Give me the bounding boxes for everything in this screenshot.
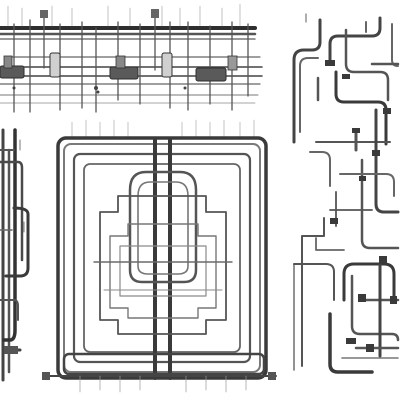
net-pipe — [309, 151, 331, 187]
left-riser-column — [0, 128, 30, 382]
net-pipe — [328, 312, 374, 374]
rack-fittings — [12, 86, 187, 94]
frame-hangers — [71, 119, 255, 139]
frame-base-cap — [268, 372, 276, 380]
rack-valve — [40, 10, 48, 18]
frame-bottom-manifold — [62, 352, 266, 376]
frame-bottom-stubs — [79, 375, 247, 393]
frame-spine-loop-inner — [137, 181, 189, 275]
net-pipe — [391, 23, 399, 67]
frame-center-loop — [119, 245, 207, 297]
net-pipe — [299, 57, 319, 133]
frame-base-cap — [42, 372, 50, 380]
net-pipe — [360, 158, 400, 250]
center-square-loop-frame — [42, 119, 277, 393]
rack-tank — [49, 52, 61, 78]
net-pipe — [339, 173, 395, 197]
frame-spine-loop — [128, 170, 198, 284]
rack-pump-unit — [0, 55, 25, 79]
net-pipe — [344, 28, 390, 102]
rack-valve — [151, 9, 159, 18]
frame-outer-ring-inner — [63, 143, 261, 373]
net-pipe — [328, 16, 382, 62]
net-pipe — [292, 18, 322, 144]
right-routing-network — [292, 13, 400, 374]
frame-outer-ring — [56, 136, 268, 380]
frame-loop — [72, 152, 252, 364]
net-pipe — [293, 263, 335, 301]
frame-stepped-loop-inner — [109, 223, 217, 319]
net-pipe — [350, 274, 400, 342]
frame-stepped-loop — [99, 195, 227, 335]
net-pipe — [374, 108, 400, 214]
net-pipe — [334, 70, 388, 146]
net-pipe — [342, 262, 396, 302]
net-pipe — [301, 217, 325, 367]
top-manifold-rack — [0, 3, 263, 113]
rack-hangers — [7, 3, 241, 27]
frame-loop — [83, 163, 241, 353]
net-valves — [325, 60, 397, 352]
rack-tank — [161, 52, 173, 78]
rack-pump-unit — [195, 55, 238, 82]
rack-pump-unit — [109, 55, 139, 80]
